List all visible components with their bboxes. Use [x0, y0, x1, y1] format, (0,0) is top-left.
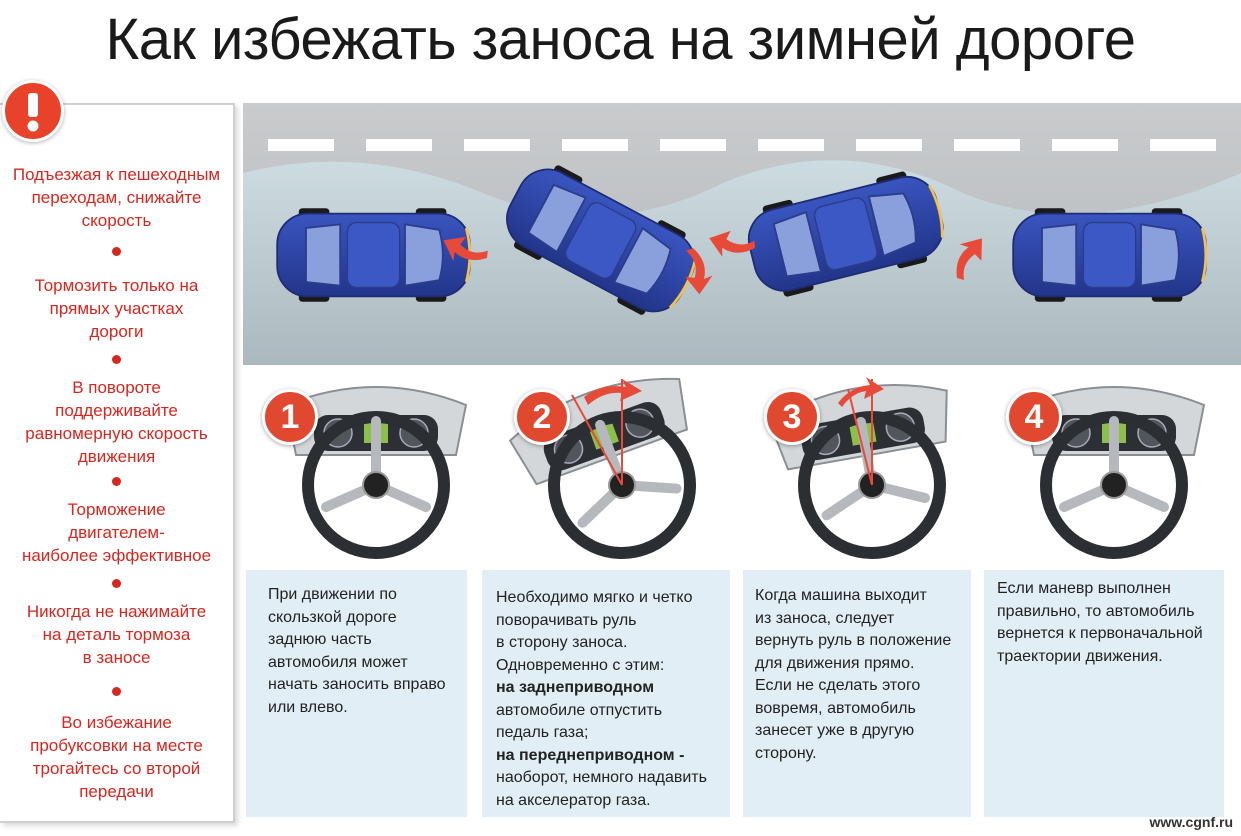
steering-wheel-2: 2	[502, 375, 742, 560]
tip-6: Во избежание пробуксовки на месте трогай…	[30, 713, 203, 801]
step-card-2: Необходимо мягко и четко поворачивать ру…	[482, 570, 730, 817]
step-text-4: Если маневр выполнен правильно, то автом…	[997, 580, 1203, 665]
step-text-3: Когда машина выходит из заноса, следует …	[755, 587, 952, 762]
page-title: Как избежать заноса на зимней дороге	[105, 7, 1136, 72]
bullet-dot	[112, 355, 121, 364]
tip-4: Торможение двигателем- наиболее эффектив…	[21, 500, 212, 565]
bullet-dot	[112, 477, 121, 486]
bullet-dot	[112, 687, 121, 696]
tip-2: Тормозить только на прямых участках доро…	[34, 276, 199, 341]
tip-1: Подъезжая к пешеходным переходам, снижай…	[12, 165, 221, 230]
step-badge-4: 4	[1006, 389, 1062, 445]
step-badge-3: 3	[764, 389, 820, 445]
road-illustration	[243, 103, 1241, 365]
exclamation-icon	[2, 80, 64, 142]
step-card-1: При движении по скользкой дороге заднюю …	[246, 570, 467, 817]
site-url: www.cgnf.ru	[1149, 814, 1233, 830]
bullet-dot	[112, 247, 121, 256]
step-card-4: Если маневр выполнен правильно, то автом…	[984, 570, 1224, 817]
steering-wheel-4: 4	[994, 375, 1234, 560]
step-text-2: Необходимо мягко и четко поворачивать ру…	[496, 589, 707, 809]
step-text-1: При движении по скользкой дороге заднюю …	[268, 586, 446, 716]
tip-3: В повороте поддерживайте равномерную ско…	[25, 378, 208, 466]
bullet-dot	[112, 579, 121, 588]
tip-5: Никогда не нажимайте на деталь тормоза в…	[26, 602, 207, 667]
steering-wheel-1: 1	[256, 375, 496, 560]
step-badge-1: 1	[262, 389, 318, 445]
step-card-3: Когда машина выходит из заноса, следует …	[743, 570, 971, 817]
step-badge-2: 2	[514, 389, 570, 445]
steering-wheel-3: 3	[752, 375, 992, 560]
tips-sidebar: Подъезжая к пешеходным переходам, снижай…	[0, 103, 235, 823]
